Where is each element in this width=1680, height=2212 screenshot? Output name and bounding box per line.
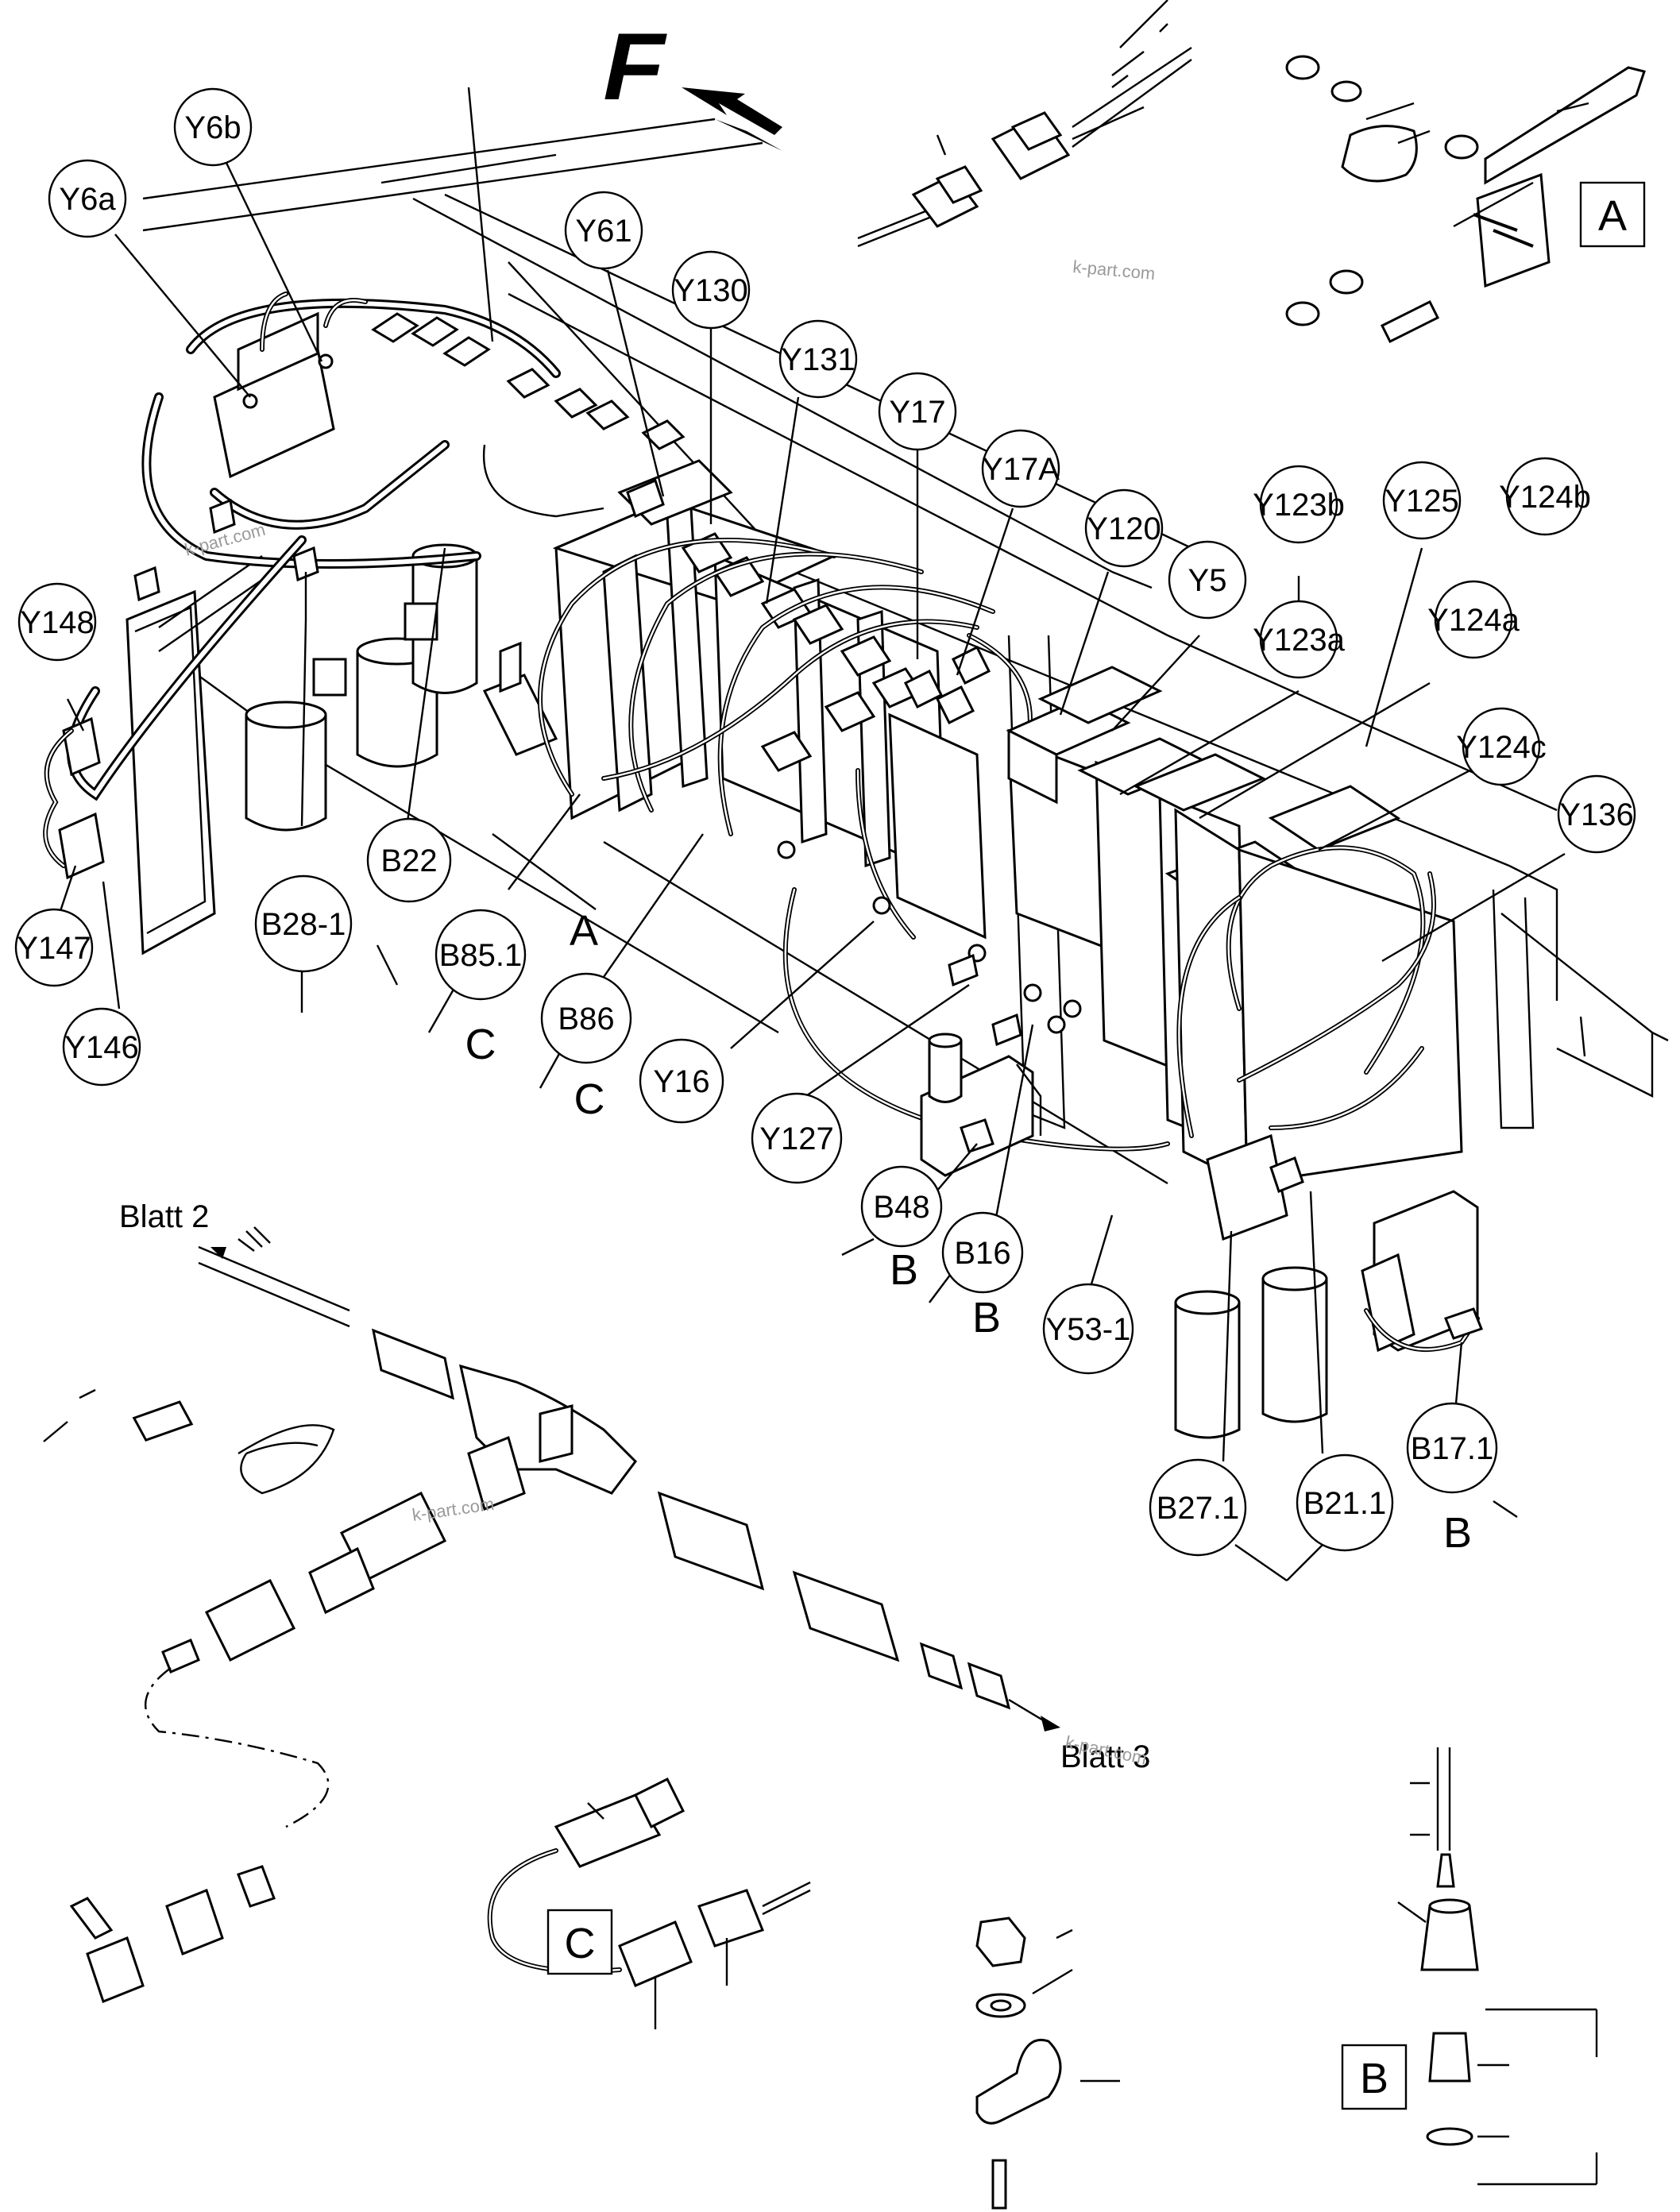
callout-y148: Y148 [17, 582, 97, 662]
callout-y16: Y16 [639, 1038, 724, 1124]
svg-text:B27.1: B27.1 [1157, 1491, 1240, 1526]
svg-text:Y136: Y136 [1559, 797, 1633, 832]
svg-text:B85.1: B85.1 [439, 938, 523, 973]
svg-text:Y6a: Y6a [59, 182, 116, 217]
svg-text:Y125: Y125 [1385, 484, 1458, 519]
svg-text:B16: B16 [954, 1236, 1010, 1271]
callout-y53-1: Y53-1 [1042, 1283, 1134, 1375]
svg-text:Y147: Y147 [17, 931, 91, 966]
ref-letter-b-b171: B [1443, 1509, 1472, 1557]
svg-text:Y16: Y16 [653, 1064, 709, 1099]
watermark-top: k-part.com [1072, 257, 1157, 284]
svg-text:Y124a: Y124a [1427, 603, 1520, 638]
callout-y5: Y5 [1168, 540, 1247, 620]
detail-c-sensor: C [487, 1777, 811, 2029]
svg-text:Y17: Y17 [889, 395, 945, 430]
detail-a-box-letter: A [1598, 192, 1627, 240]
svg-text:Y123a: Y123a [1253, 623, 1345, 658]
ref-letter-c-b851: C [465, 1021, 496, 1068]
svg-text:Y120: Y120 [1087, 512, 1161, 546]
callout-y136: Y136 [1557, 774, 1636, 854]
svg-text:B86: B86 [558, 1002, 614, 1037]
sheet-ref-blatt3: Blatt 3 [1060, 1739, 1150, 1774]
detail-reference-letters: A C C B B B [465, 907, 1473, 1557]
svg-text:Y130: Y130 [674, 273, 747, 308]
callout-y17: Y17 [878, 372, 957, 451]
detail-a-bracket: A [1285, 55, 1646, 344]
svg-text:B17.1: B17.1 [1411, 1431, 1494, 1466]
machine-frame [126, 118, 1669, 1185]
svg-text:Y5: Y5 [1188, 563, 1227, 598]
callout-y131: Y131 [778, 319, 858, 399]
direction-letter-f: F [594, 13, 675, 119]
lower-harness: Blatt 2 Blatt 3 [43, 1199, 1150, 2003]
detail-c-box [546, 1909, 613, 1975]
callout-y6a: Y6a [48, 159, 127, 238]
svg-text:Y124b: Y124b [1499, 480, 1591, 515]
callout-b21-1: B21.1 [1296, 1453, 1394, 1552]
detail-b-box-letter: B [1360, 2055, 1388, 2102]
callout-b22: B22 [366, 817, 452, 903]
svg-text:Y17A: Y17A [982, 452, 1060, 487]
svg-text:B21.1: B21.1 [1303, 1486, 1387, 1521]
detail-a-box [1579, 181, 1646, 248]
callout-y147: Y147 [14, 908, 94, 987]
svg-text:Y124c: Y124c [1456, 730, 1546, 765]
svg-text:Y61: Y61 [575, 214, 631, 249]
svg-text:B22: B22 [380, 843, 437, 878]
callout-y124b: Y124b [1499, 457, 1591, 536]
ref-letter-c-b86: C [574, 1075, 605, 1123]
svg-text:Y131: Y131 [781, 342, 855, 377]
ref-letter-b-b48: B [890, 1246, 918, 1294]
callout-y124c: Y124c [1456, 707, 1547, 786]
svg-text:Y127: Y127 [759, 1121, 833, 1156]
callout-y123a: Y123a [1253, 600, 1346, 679]
callout-y120: Y120 [1084, 488, 1164, 568]
callout-y17a: Y17A [981, 429, 1060, 508]
detail-b-box [1341, 2044, 1408, 2110]
callout-y146: Y146 [62, 1007, 141, 1087]
direction-marker: F [594, 13, 782, 151]
callout-y123b: Y123b [1253, 465, 1345, 544]
direction-arrow-icon [682, 87, 782, 135]
svg-text:Y146: Y146 [64, 1030, 138, 1065]
callout-b16: B16 [941, 1211, 1024, 1294]
detail-c-box-letter: C [565, 1920, 596, 1967]
detail-b-switch: B [1341, 1747, 1598, 2186]
callout-y124a: Y124a [1427, 580, 1520, 659]
ref-letter-a: A [570, 907, 598, 955]
callout-y6b: Y6b [173, 87, 253, 167]
sheet-ref-blatt2: Blatt 2 [119, 1199, 209, 1234]
svg-text:Y53-1: Y53-1 [1046, 1312, 1131, 1347]
callout-y130: Y130 [671, 250, 751, 330]
right-valve-group [920, 666, 1483, 1439]
callout-b85-1: B85.1 [434, 909, 527, 1001]
top-connector-detail [857, 0, 1192, 248]
callout-y127: Y127 [751, 1092, 843, 1184]
svg-text:B28-1: B28-1 [261, 907, 346, 942]
callout-bubbles: Y6a Y6b Y61 Y130 Y131 Y17 Y17A Y120 Y123… [14, 87, 1636, 1557]
svg-text:Y148: Y148 [20, 605, 94, 640]
callout-b28-1: B28-1 [254, 874, 353, 973]
ref-letter-b-b16: B [972, 1294, 1001, 1341]
callout-y61: Y61 [564, 191, 643, 270]
callout-y125: Y125 [1382, 461, 1462, 540]
clamp-detail [975, 1917, 1120, 2210]
svg-text:B48: B48 [873, 1190, 929, 1225]
callout-b17-1: B17.1 [1406, 1402, 1498, 1494]
callout-b48: B48 [860, 1165, 943, 1248]
svg-text:Y6b: Y6b [184, 110, 241, 145]
callout-b27-1: B27.1 [1149, 1458, 1247, 1557]
svg-text:Y123b: Y123b [1253, 488, 1345, 523]
callout-b86: B86 [540, 972, 632, 1064]
left-valve-group [43, 291, 686, 880]
